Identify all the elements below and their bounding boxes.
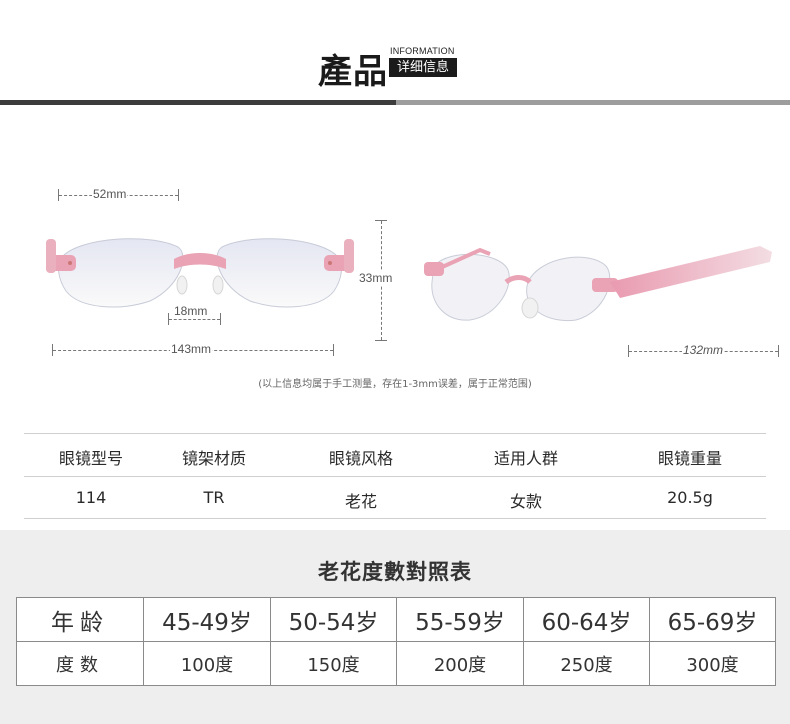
header-title: 產品 (318, 52, 388, 92)
degree-row-label: 度数 (16, 641, 144, 686)
spec-header: 眼镜型号 (58, 449, 123, 468)
degree-cell: 200度 (396, 641, 524, 686)
spec-value: 女款 (509, 492, 542, 511)
dim-bridge: 18mm (174, 304, 208, 318)
table-row: 年龄 45-49岁 50-54岁 55-59岁 60-64岁 65-69岁 (16, 597, 776, 642)
glasses-front-image (46, 238, 354, 308)
age-cell: 60-64岁 (523, 597, 650, 642)
degree-cell: 150度 (270, 641, 397, 686)
spec-header: 适用人群 (493, 449, 558, 468)
reading-chart-table: 年龄 45-49岁 50-54岁 55-59岁 60-64岁 65-69岁 度数… (16, 597, 776, 686)
spec-header: 眼镜重量 (657, 449, 722, 468)
age-row-label: 年龄 (16, 597, 144, 642)
dim-tick (178, 189, 179, 201)
age-cell: 45-49岁 (143, 597, 271, 642)
dim-total-width: 143mm (170, 342, 213, 356)
dim-tick (333, 344, 334, 356)
header-divider-light (396, 100, 790, 105)
dim-tick (375, 220, 387, 221)
degree-cell: 100度 (143, 641, 271, 686)
spec-value: TR (203, 488, 225, 507)
degree-cell: 250度 (523, 641, 650, 686)
spec-value: 老花 (344, 492, 377, 511)
reading-chart-title: 老花度數對照表 (318, 559, 472, 584)
dim-lens-width: 52mm (92, 187, 128, 201)
dim-line (169, 319, 220, 320)
header-subtitle: 详细信息 (389, 58, 457, 77)
dim-tick (168, 313, 169, 325)
dim-tick (58, 189, 59, 201)
spec-table-mid-line (24, 476, 766, 477)
age-cell: 50-54岁 (270, 597, 397, 642)
spec-header: 镜架材质 (181, 449, 246, 468)
dim-temple-length: 132mm (682, 343, 725, 357)
age-cell: 55-59岁 (396, 597, 524, 642)
measurement-note: (以上信息均属于手工测量，存在1-3mm误差，属于正常范围) (258, 379, 532, 390)
dim-tick (220, 313, 221, 325)
spec-value: 20.5g (667, 488, 713, 507)
spec-header: 眼镜风格 (328, 449, 393, 468)
dim-tick (52, 344, 53, 356)
age-cell: 65-69岁 (649, 597, 776, 642)
header-title-en: INFORMATION (390, 46, 455, 56)
header-divider-dark (0, 100, 396, 105)
glasses-side-image (424, 246, 772, 322)
dim-tick (628, 345, 629, 357)
dim-tick (778, 345, 779, 357)
dim-tick (375, 340, 387, 341)
table-row: 度数 100度 150度 200度 250度 300度 (16, 641, 776, 686)
degree-cell: 300度 (649, 641, 776, 686)
dim-lens-height: 33mm (358, 271, 394, 285)
spec-value: 114 (75, 488, 107, 507)
spec-table-bottom-line (24, 518, 766, 519)
spec-table-top-line (24, 433, 766, 434)
